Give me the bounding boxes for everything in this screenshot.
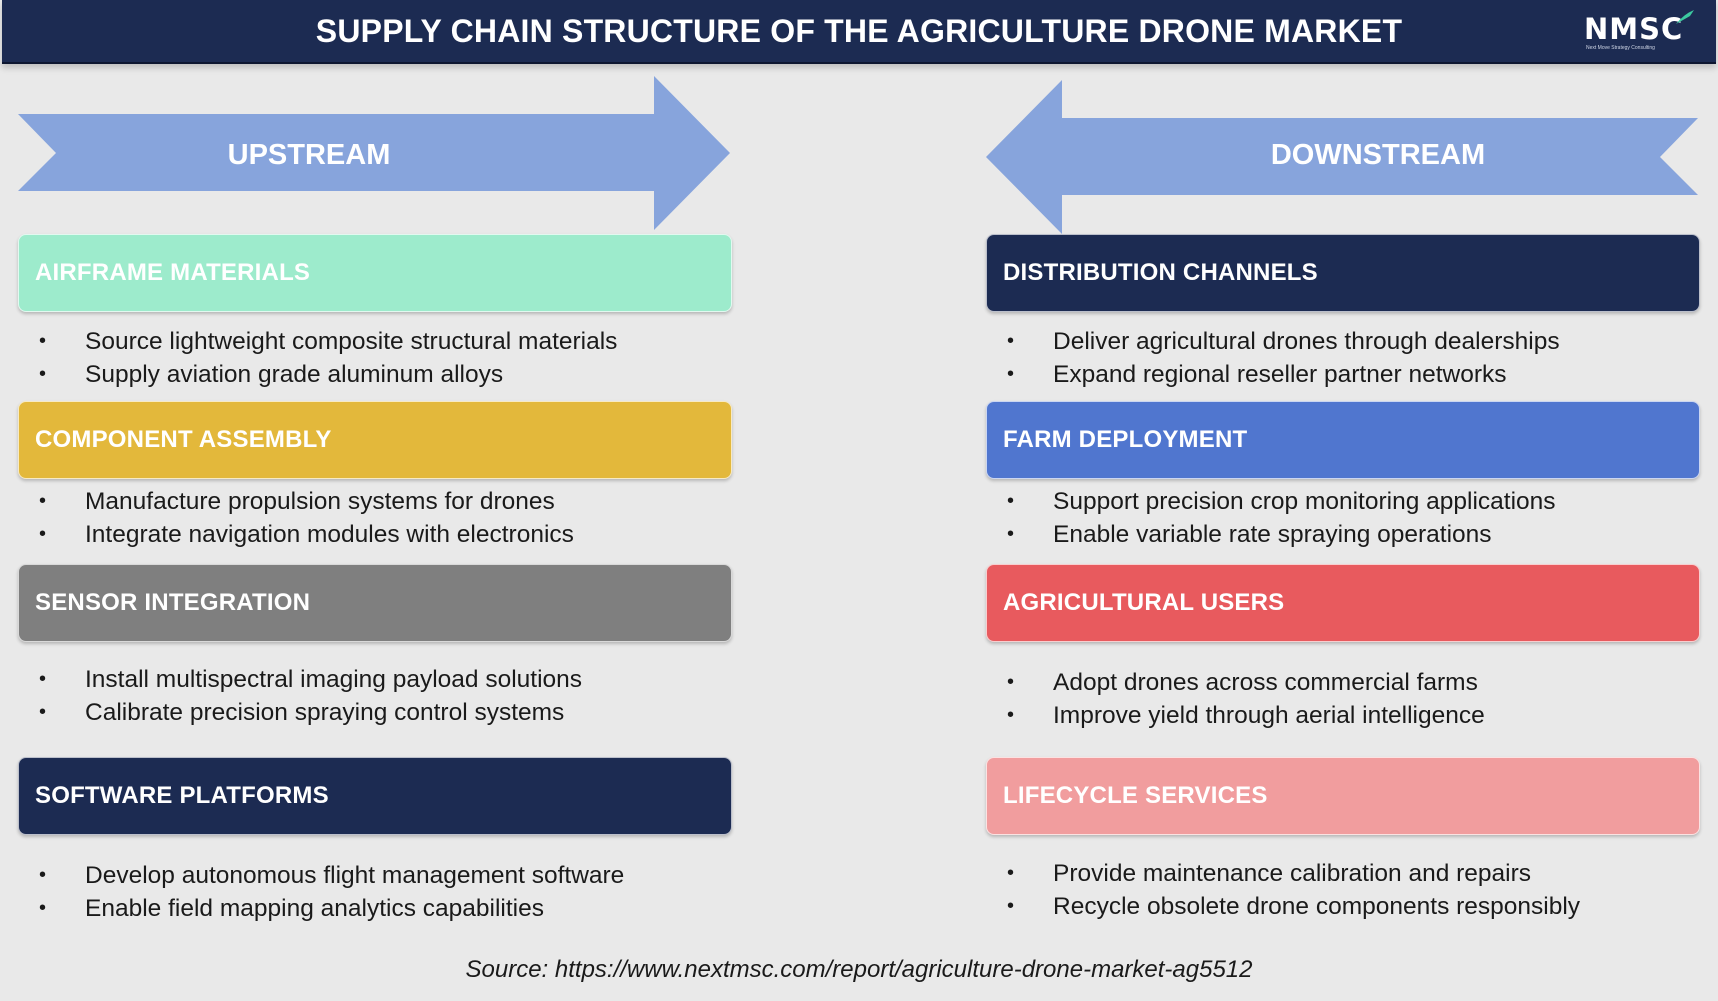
section-title: AGRICULTURAL USERS [1003, 589, 1285, 616]
bullet-text: Deliver agricultural drones through deal… [1053, 328, 1560, 355]
bullet-text: Recycle obsolete drone components respon… [1053, 893, 1581, 920]
logo-tagline: Next Move Strategy Consulting [1586, 45, 1655, 51]
bullet-text: Calibrate precision spraying control sys… [85, 699, 565, 726]
downstream-section-box: AGRICULTURAL USERS [986, 564, 1700, 642]
upstream-label: UPSTREAM [227, 139, 391, 171]
bullet-text: Enable variable rate spraying operations [1053, 521, 1492, 548]
page-title: SUPPLY CHAIN STRUCTURE OF THE AGRICULTUR… [315, 13, 1403, 49]
bullet-item: • Supply aviation grade aluminum alloys [18, 358, 617, 391]
bullet-item: • Improve yield through aerial intelligen… [986, 699, 1485, 732]
section-title: AIRFRAME MATERIALS [35, 259, 311, 286]
bullet-item: • Enable field mapping analytics capabili… [18, 892, 624, 925]
bullet-dot-icon: • [39, 330, 47, 352]
bullet-item: • Install multispectral imaging payload s… [18, 663, 582, 696]
bullet-dot-icon: • [39, 701, 47, 723]
upstream-arrow [18, 76, 730, 230]
bullet-dot-icon: • [1007, 523, 1015, 545]
bullet-item: • Enable variable rate spraying operation… [986, 518, 1556, 551]
downstream-section-box: LIFECYCLE SERVICES [986, 757, 1700, 835]
bullet-list: • Source lightweight composite structural… [18, 325, 617, 391]
bullet-item: • Manufacture propulsion systems for dron… [18, 485, 574, 518]
section-title: LIFECYCLE SERVICES [1003, 782, 1268, 809]
bullet-dot-icon: • [1007, 704, 1015, 726]
bullet-text: Enable field mapping analytics capabilit… [85, 895, 544, 922]
bullet-item: • Source lightweight composite structural… [18, 325, 617, 358]
upstream-section-box: COMPONENT ASSEMBLY [18, 401, 732, 479]
bullet-list: • Provide maintenance calibration and rep… [986, 857, 1580, 923]
bullet-dot-icon: • [39, 864, 47, 886]
bullet-list: • Develop autonomous flight management so… [18, 859, 624, 925]
bullet-item: • Calibrate precision spraying control sy… [18, 696, 582, 729]
bullet-text: Source lightweight composite structural … [85, 328, 618, 355]
bullet-item: • Deliver agricultural drones through dea… [986, 325, 1560, 358]
bullet-dot-icon: • [39, 668, 47, 690]
bullet-dot-icon: • [1007, 895, 1015, 917]
bullet-text: Improve yield through aerial intelligenc… [1053, 702, 1485, 729]
bullet-dot-icon: • [1007, 330, 1015, 352]
logo-swoosh-icon [1676, 10, 1694, 24]
bullet-dot-icon: • [1007, 490, 1015, 512]
bullet-dot-icon: • [39, 897, 47, 919]
downstream-section-box: DISTRIBUTION CHANNELS [986, 234, 1700, 312]
bullet-text: Install multispectral imaging payload so… [85, 666, 583, 693]
section-title: COMPONENT ASSEMBLY [35, 426, 332, 453]
header-bar: SUPPLY CHAIN STRUCTURE OF THE AGRICULTUR… [2, 0, 1716, 64]
bullet-dot-icon: • [1007, 671, 1015, 693]
section-title: DISTRIBUTION CHANNELS [1003, 259, 1318, 286]
source-citation: Source: https://www.nextmsc.com/report/a… [465, 956, 1253, 983]
bullet-text: Expand regional reseller partner network… [1053, 361, 1507, 388]
bullet-item: • Support precision crop monitoring appli… [986, 485, 1556, 518]
bullet-item: • Expand regional reseller partner networ… [986, 358, 1560, 391]
bullet-text: Support precision crop monitoring applic… [1053, 488, 1556, 515]
nmsc-logo: NMSC Next Move Strategy Consulting [1584, 10, 1694, 54]
bullet-item: • Recycle obsolete drone components respo… [986, 890, 1580, 923]
bullet-dot-icon: • [39, 523, 47, 545]
bullet-item: • Integrate navigation modules with elect… [18, 518, 574, 551]
upstream-section-box: SENSOR INTEGRATION [18, 564, 732, 642]
logo-text: NMSC [1584, 12, 1684, 46]
bullet-dot-icon: • [39, 363, 47, 385]
bullet-dot-icon: • [1007, 862, 1015, 884]
upstream-section-box: AIRFRAME MATERIALS [18, 234, 732, 312]
bullet-list: • Manufacture propulsion systems for dron… [18, 485, 574, 551]
bullet-text: Integrate navigation modules with electr… [85, 521, 574, 548]
bullet-text: Adopt drones across commercial farms [1053, 669, 1478, 696]
downstream-arrow [986, 80, 1698, 234]
bullet-list: • Support precision crop monitoring appli… [986, 485, 1556, 551]
section-title: SENSOR INTEGRATION [35, 589, 311, 616]
bullet-list: • Install multispectral imaging payload s… [18, 663, 582, 729]
bullet-dot-icon: • [1007, 363, 1015, 385]
bullet-text: Develop autonomous flight management sof… [85, 862, 625, 889]
bullet-item: • Adopt drones across commercial farms [986, 666, 1485, 699]
bullet-text: Supply aviation grade aluminum alloys [85, 361, 504, 388]
section-title: FARM DEPLOYMENT [1003, 426, 1248, 453]
bullet-dot-icon: • [39, 490, 47, 512]
downstream-section-box: FARM DEPLOYMENT [986, 401, 1700, 479]
bullet-text: Manufacture propulsion systems for drone… [85, 488, 555, 515]
downstream-label: DOWNSTREAM [1270, 139, 1486, 171]
upstream-section-box: SOFTWARE PLATFORMS [18, 757, 732, 835]
section-title: SOFTWARE PLATFORMS [35, 782, 329, 809]
bullet-list: • Deliver agricultural drones through dea… [986, 325, 1560, 391]
bullet-list: • Adopt drones across commercial farms • I… [986, 666, 1485, 732]
bullet-item: • Provide maintenance calibration and rep… [986, 857, 1580, 890]
bullet-text: Provide maintenance calibration and repa… [1053, 860, 1532, 887]
bullet-item: • Develop autonomous flight management so… [18, 859, 624, 892]
